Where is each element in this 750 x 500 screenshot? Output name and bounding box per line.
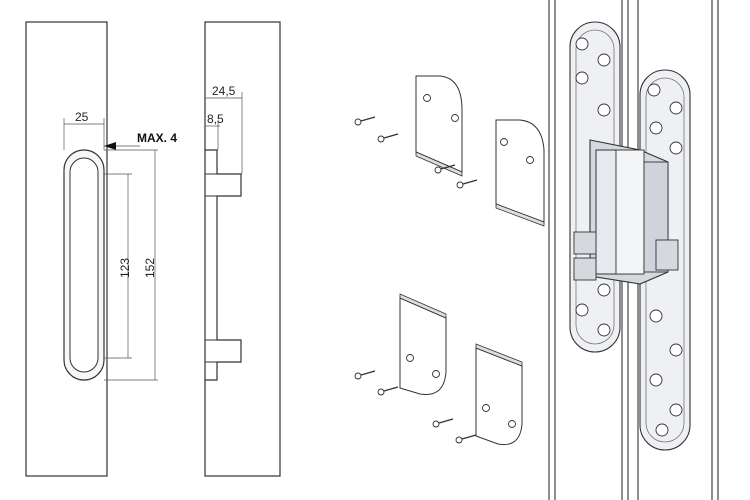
screw-icon <box>455 434 477 444</box>
outer-height-label: 152 <box>143 258 157 278</box>
pocket-profile <box>205 149 242 381</box>
front-view: 25 MAX. 4 123 152 <box>25 21 177 477</box>
cover-plate-icon <box>415 75 463 173</box>
door-edge-outline <box>25 21 108 477</box>
plate-hole <box>526 156 534 164</box>
plate-hole <box>423 94 431 102</box>
max-clearance-label: MAX. 4 <box>137 131 177 145</box>
cover-plate-edge <box>475 343 523 367</box>
screw-icon <box>377 133 399 143</box>
screws <box>354 116 478 444</box>
cover-plates <box>399 75 545 446</box>
screw-icon <box>432 418 454 428</box>
cover-plate-edge <box>399 293 447 319</box>
screw-icon <box>456 179 478 189</box>
screw-icon <box>434 164 456 174</box>
plate-hole <box>482 404 490 412</box>
width-dimension-label: 25 <box>75 110 89 124</box>
cover-plate-edge <box>495 203 545 227</box>
hinge-slot-inner <box>69 157 99 373</box>
screw-icon <box>354 370 376 380</box>
screw-icon <box>377 386 399 396</box>
cover-plate-edge <box>415 151 463 177</box>
side-view: 24,5 8,5 <box>204 21 281 477</box>
screw-icon <box>354 116 376 126</box>
plate-hole <box>406 354 414 362</box>
max-arrow-icon <box>104 142 116 150</box>
plate-hole <box>451 114 459 122</box>
plate-hole <box>508 420 516 428</box>
door-section-outline <box>204 21 281 477</box>
hinge-knuckle <box>573 139 679 285</box>
plate-hole <box>500 138 508 146</box>
depth-dimension-label: 24,5 <box>212 84 236 98</box>
recess-dimension-label: 8,5 <box>207 112 224 126</box>
plate-hole <box>432 370 440 378</box>
cover-plate-icon <box>495 119 545 223</box>
inner-height-label: 123 <box>118 258 132 278</box>
door-frame-assembly <box>548 0 719 500</box>
